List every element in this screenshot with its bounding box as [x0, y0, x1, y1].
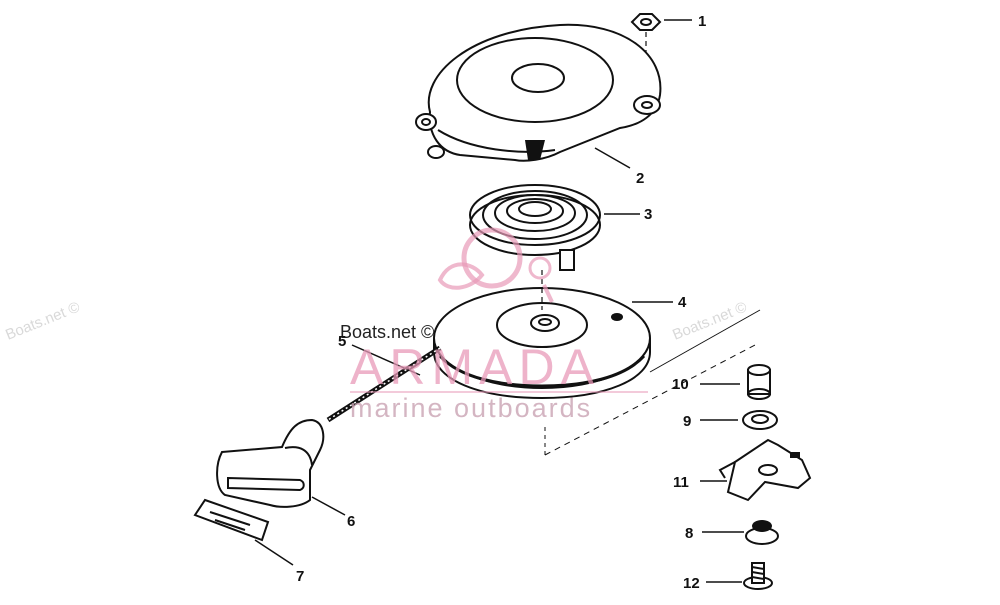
watermark-left: Boats.net ©: [3, 298, 82, 343]
callout-3: 3: [644, 206, 652, 223]
exploded-view-guides: [544, 309, 761, 456]
part-handle-insert: [193, 498, 294, 566]
callout-10: 10: [672, 376, 689, 393]
part-pulley: [433, 270, 673, 400]
callout-12: 12: [683, 575, 700, 592]
callout-5: 5: [338, 333, 346, 350]
watermark-tagline: marine outboards: [350, 393, 592, 423]
callout-2: 2: [636, 170, 644, 187]
callout-8: 8: [685, 525, 693, 542]
callout-11: 11: [673, 474, 689, 491]
part-screw: [706, 562, 773, 590]
logo-mark-icon: [461, 227, 523, 289]
watermark-logo: Boats.net © ARMADA marine outboards: [340, 227, 648, 423]
part-starter-housing: [415, 23, 662, 169]
part-washer: [700, 410, 778, 430]
callout-1: 1: [698, 13, 706, 30]
watermark-brand: ARMADA: [350, 339, 600, 395]
watermark-site-center: Boats.net ©: [340, 322, 434, 342]
callout-labels: 1 2 3 4 5 6 7 8 9 10 11 12: [296, 13, 706, 592]
part-rope: [326, 344, 442, 423]
part-nut: [630, 13, 692, 100]
part-bushing: [700, 364, 771, 400]
part-retainer: [702, 520, 779, 545]
part-recoil-spring: [469, 184, 640, 271]
callout-4: 4: [678, 294, 687, 311]
callout-6: 6: [347, 513, 355, 530]
part-starter-handle: [216, 418, 346, 516]
callout-7: 7: [296, 568, 304, 585]
part-pawl: [700, 438, 812, 502]
callout-9: 9: [683, 413, 691, 430]
